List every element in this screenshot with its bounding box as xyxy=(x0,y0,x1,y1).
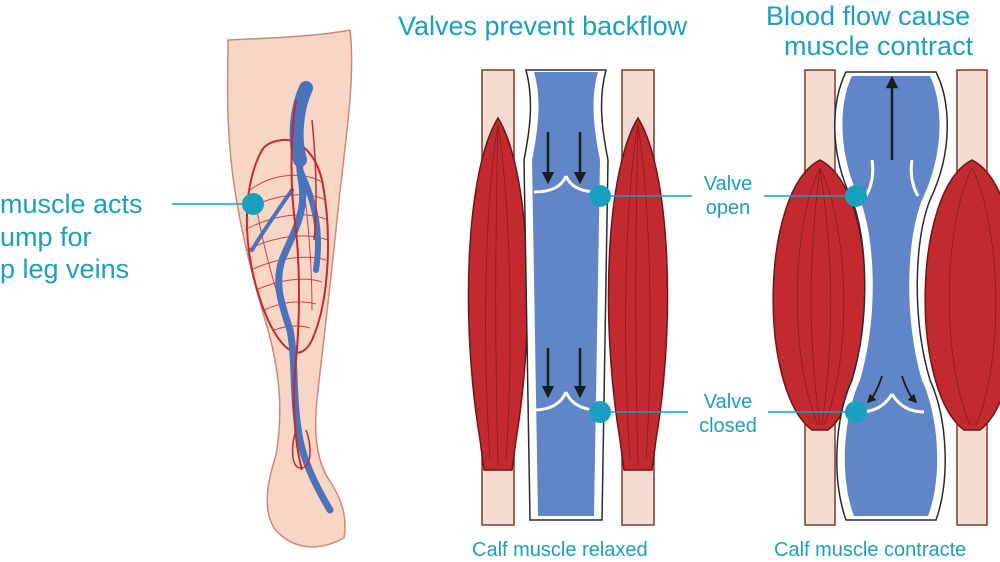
backflow-arrow xyxy=(866,375,883,404)
label-backdrop xyxy=(688,386,768,442)
relaxed-panel xyxy=(467,69,669,526)
vein-blood xyxy=(532,72,600,516)
valve-closed-dot-contracted xyxy=(845,401,867,423)
relaxed-panel-title: Valves prevent backflow xyxy=(398,11,688,41)
leg-skin xyxy=(226,29,353,548)
relaxed-panel-caption: Calf muscle relaxed xyxy=(472,539,648,561)
calf-muscle-outline xyxy=(245,138,329,354)
valve-open-label-line1: Valve xyxy=(703,173,753,195)
valve-closed-label-line2: closed xyxy=(699,415,757,437)
contracted-panel-title-line2: muscle contract xyxy=(784,31,974,61)
leg-label-line3: p leg veins xyxy=(0,254,130,284)
contracted-panel-title-line1: Blood flow cause xyxy=(766,1,971,31)
leg-illustration xyxy=(226,29,353,548)
muscle-right-bulged xyxy=(924,159,1000,431)
vein-blood xyxy=(842,76,940,516)
valve-open-label-line2: open xyxy=(705,197,751,219)
leg-label-line2: ump for xyxy=(0,222,92,252)
contracted-panel xyxy=(772,69,1000,526)
leg-pointer-dot xyxy=(242,193,264,215)
ankle-artery-loop xyxy=(291,429,311,469)
muscle-left xyxy=(467,116,529,471)
valve-open-dot-relaxed xyxy=(589,185,611,207)
muscle-left-bulged xyxy=(772,159,867,431)
valve-closed-label-line1: Valve xyxy=(703,391,753,413)
artery xyxy=(311,119,317,241)
valve-closed-dot-relaxed xyxy=(589,401,611,423)
vein-upper-trunk xyxy=(289,81,313,167)
leg-label-line1: muscle acts xyxy=(0,189,143,219)
artery xyxy=(290,99,303,471)
contracted-panel-caption: Calf muscle contracte xyxy=(774,539,967,561)
backflow-arrow xyxy=(901,375,918,404)
label-backdrop xyxy=(692,168,764,224)
valve-open-dot-contracted xyxy=(845,185,867,207)
vein-branch xyxy=(250,188,294,252)
open-valve-leaflets xyxy=(864,159,920,197)
muscle-right xyxy=(607,116,669,471)
